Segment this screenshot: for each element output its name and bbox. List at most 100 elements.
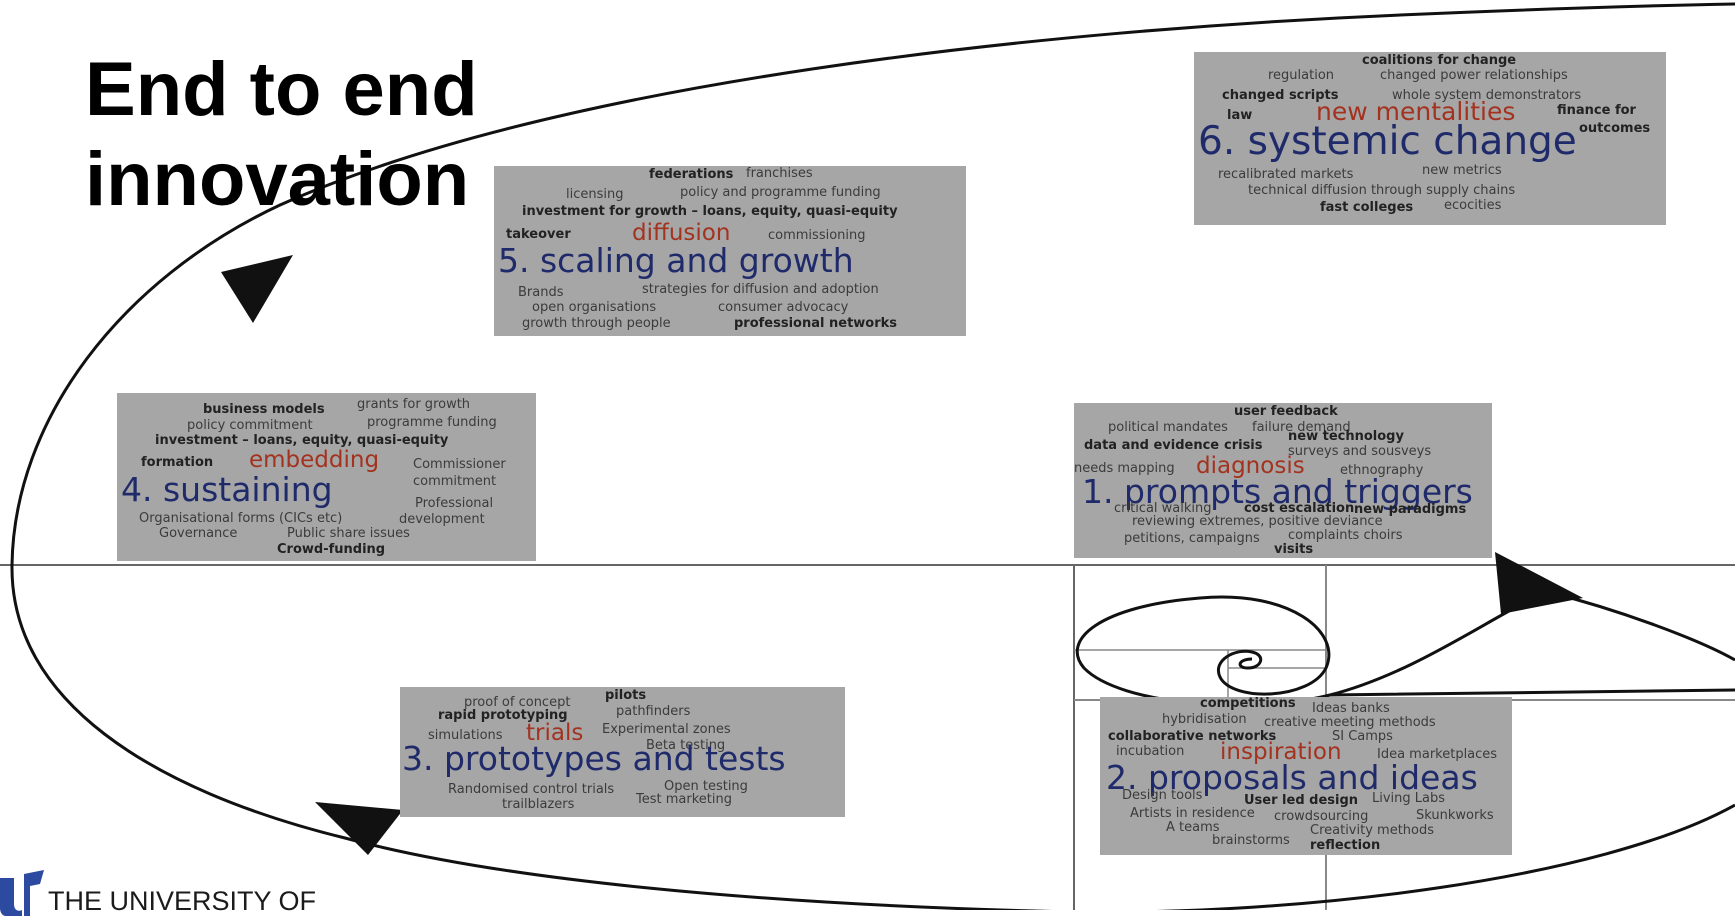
cloud-word: brainstorms bbox=[1212, 833, 1290, 848]
cloud-word: crisis bbox=[1224, 438, 1263, 453]
inner-spiral bbox=[1075, 595, 1735, 707]
cloud-word: incubation bbox=[1116, 744, 1185, 759]
cloud-word: Brands bbox=[518, 285, 564, 300]
cloud-word: visits bbox=[1274, 542, 1314, 557]
cloud-word: Creativity methods bbox=[1310, 823, 1435, 838]
cloud-word: outcomes bbox=[1579, 121, 1651, 136]
cloud-word: programme funding bbox=[367, 415, 497, 430]
cloud-word: User led design bbox=[1244, 793, 1359, 808]
cloud-word: licensing bbox=[566, 187, 624, 202]
stage-5-heading: 5. scaling and growth bbox=[498, 241, 854, 280]
cloud-word: A teams bbox=[1166, 820, 1220, 835]
cloud-word: SI Camps bbox=[1332, 729, 1393, 744]
cloud-word: federations bbox=[649, 167, 734, 182]
page-title: End to end innovation bbox=[85, 45, 478, 224]
cloud-word: Experimental zones bbox=[602, 722, 731, 737]
cloud-word: Open testing bbox=[664, 779, 748, 794]
cloud-word: policy commitment bbox=[187, 418, 313, 433]
cloud-word: regulation bbox=[1268, 68, 1335, 83]
cloud-word: commissioning bbox=[768, 228, 866, 243]
cloud-word: law bbox=[1227, 108, 1253, 123]
stage-1-keyword: diagnosis bbox=[1196, 453, 1305, 479]
arrowhead bbox=[315, 802, 403, 855]
cloud-word: cost escalation bbox=[1244, 501, 1355, 516]
stage-3-keyword: trials bbox=[526, 720, 584, 746]
cloud-word: petitions, campaigns bbox=[1124, 531, 1260, 546]
cloud-word: new paradigms bbox=[1354, 502, 1467, 517]
cloud-word: formation bbox=[141, 455, 214, 470]
cloud-word: Commissioner bbox=[413, 457, 506, 472]
cloud-word: competitions bbox=[1200, 697, 1296, 711]
cloud-word: Skunkworks bbox=[1416, 808, 1494, 823]
arrowhead bbox=[221, 255, 293, 323]
cloud-word: critical walking bbox=[1114, 501, 1212, 516]
university-logo-text: THE UNIVERSITY OF bbox=[48, 886, 317, 916]
cloud-word: ethnography bbox=[1340, 463, 1424, 478]
cloud-word: takeover bbox=[506, 227, 571, 242]
cloud-word: professional networks bbox=[734, 316, 898, 331]
cloud-word: reviewing extremes, positive deviance bbox=[1132, 514, 1383, 529]
stage-2-keyword: inspiration bbox=[1220, 739, 1342, 765]
cloud-word: investment – loans, equity, quasi-equity bbox=[155, 433, 449, 448]
title-line-2: innovation bbox=[85, 136, 470, 222]
cloud-word: growth through people bbox=[522, 316, 671, 331]
cloud-word: consumer advocacy bbox=[718, 300, 849, 315]
cloud-word: trailblazers bbox=[502, 797, 575, 812]
cloud-word: data and evidence bbox=[1084, 438, 1220, 453]
cloud-word: Governance bbox=[159, 526, 238, 541]
university-logo-mark bbox=[0, 870, 44, 916]
stage-2-word-cloud: competitions Ideas banks hybridisation c… bbox=[1100, 697, 1512, 855]
stage-6-heading: 6. systemic change bbox=[1198, 119, 1577, 164]
cloud-word: complaints choirs bbox=[1288, 528, 1403, 543]
stage-5-word-cloud: federations franchises licensing policy … bbox=[494, 166, 966, 336]
cloud-word: rapid prototyping bbox=[438, 708, 568, 723]
cloud-word: fast colleges bbox=[1320, 200, 1414, 215]
cloud-word: political mandates bbox=[1108, 420, 1228, 435]
cloud-word: pilots bbox=[605, 688, 647, 703]
cloud-word: Organisational forms (CICs etc) bbox=[139, 511, 343, 526]
cloud-word: Design tools bbox=[1122, 788, 1203, 803]
cloud-word: surveys and sousveys bbox=[1288, 444, 1432, 459]
cloud-word: Test marketing bbox=[636, 792, 732, 807]
arrowhead bbox=[1495, 552, 1583, 614]
cloud-word: Living Labs bbox=[1372, 791, 1446, 806]
cloud-word: hybridisation bbox=[1162, 712, 1247, 727]
stage-1-word-cloud: user feedback political mandates failure… bbox=[1074, 403, 1492, 558]
stage-4-heading: 4. sustaining bbox=[121, 470, 333, 509]
university-logo: THE UNIVERSITY OF bbox=[0, 864, 400, 916]
cloud-word: Randomised control trials bbox=[448, 782, 615, 797]
cloud-word: user feedback bbox=[1234, 404, 1338, 419]
cloud-word: business models bbox=[203, 402, 325, 417]
cloud-word: Crowd-funding bbox=[277, 542, 386, 557]
stage-1-heading: 1. prompts and triggers bbox=[1082, 472, 1473, 511]
cloud-word: whole system demonstrators bbox=[1392, 88, 1582, 103]
cloud-word: Professional bbox=[415, 496, 494, 511]
cloud-word: open organisations bbox=[532, 300, 657, 315]
cloud-word: failure demand bbox=[1252, 420, 1351, 435]
cloud-word: new technology bbox=[1288, 429, 1404, 444]
stage-4-keyword: embedding bbox=[249, 447, 380, 473]
cloud-word: changed scripts bbox=[1222, 88, 1339, 103]
cloud-word: new metrics bbox=[1422, 163, 1502, 178]
cloud-word: commitment bbox=[413, 474, 497, 489]
stage-6-word-cloud: coalitions for change regulation changed… bbox=[1194, 52, 1666, 225]
cloud-word: franchises bbox=[746, 166, 813, 181]
cloud-word: needs mapping bbox=[1074, 461, 1175, 476]
cloud-word: pathfinders bbox=[616, 704, 691, 719]
stage-3-heading: 3. prototypes and tests bbox=[402, 739, 786, 778]
stage-4-word-cloud: business models grants for growth policy… bbox=[117, 393, 536, 561]
cloud-word: Public share issues bbox=[287, 526, 410, 541]
cloud-word: Artists in residence bbox=[1130, 806, 1255, 821]
cloud-word: proof of concept bbox=[464, 695, 571, 710]
title-line-1: End to end bbox=[85, 47, 478, 132]
cloud-word: policy and programme funding bbox=[680, 185, 881, 200]
cloud-word: recalibrated markets bbox=[1218, 167, 1354, 182]
cloud-word: ecocities bbox=[1444, 198, 1502, 213]
cloud-word: coalitions for change bbox=[1362, 53, 1517, 68]
cloud-word: simulations bbox=[428, 728, 503, 743]
cloud-word: grants for growth bbox=[357, 397, 471, 412]
cloud-word: changed power relationships bbox=[1380, 68, 1568, 83]
cloud-word: technical diffusion through supply chain… bbox=[1248, 183, 1516, 198]
cloud-word: Beta testing bbox=[646, 738, 726, 753]
